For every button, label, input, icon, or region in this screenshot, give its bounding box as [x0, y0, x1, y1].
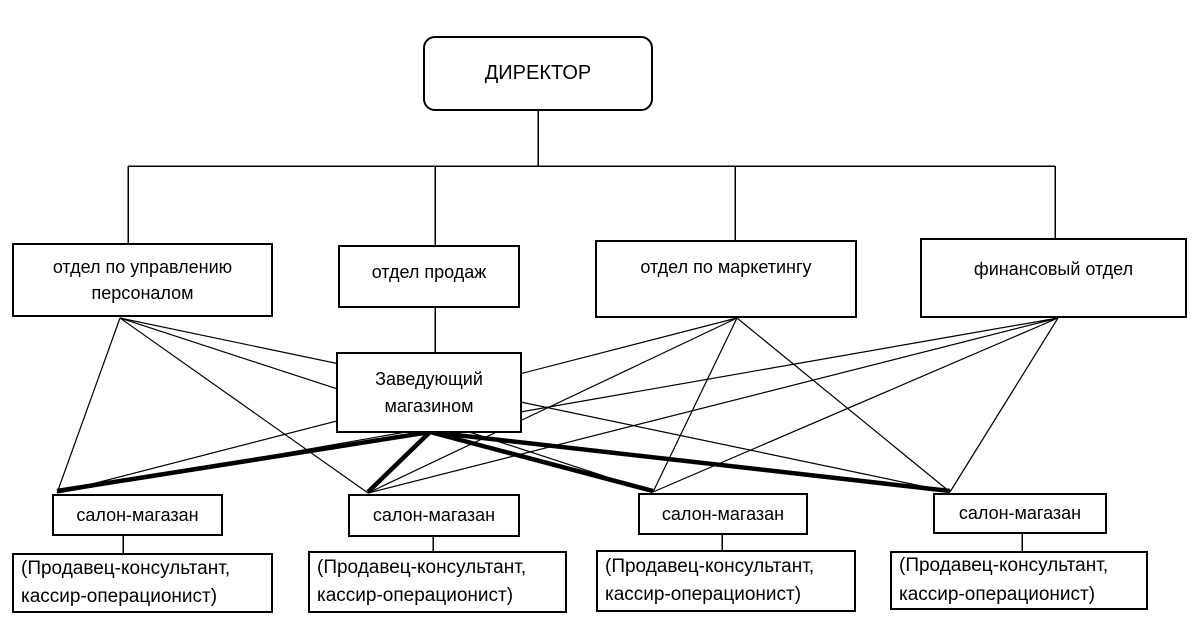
node-staff-1: (Продавец-консультант, кассир-операциони… — [12, 553, 273, 613]
node-store-manager: Заведующий магазином — [336, 352, 522, 433]
node-dept-marketing: отдел по маркетингу — [595, 240, 857, 318]
node-salon-3: салон-магазан — [638, 493, 808, 535]
node-dept-finance: финансовый отдел — [920, 238, 1187, 318]
thick-lines — [56, 429, 951, 494]
node-salon-1: салон-магазан — [52, 494, 223, 536]
node-salon-4: салон-магазан — [933, 493, 1107, 534]
node-salon-2: салон-магазан — [348, 494, 520, 537]
node-staff-3: (Продавец-консультант, кассир-операциони… — [596, 550, 856, 612]
node-staff-2: (Продавец-консультант, кассир-операциони… — [308, 551, 567, 613]
node-director: ДИРЕКТОР — [423, 36, 653, 111]
node-staff-4: (Продавец-консультант, кассир-операциони… — [890, 551, 1148, 610]
node-dept-hr: отдел по управлению персоналом — [12, 243, 273, 317]
node-dept-sales: отдел продаж — [338, 245, 520, 308]
tree-connectors — [122, 111, 1056, 554]
